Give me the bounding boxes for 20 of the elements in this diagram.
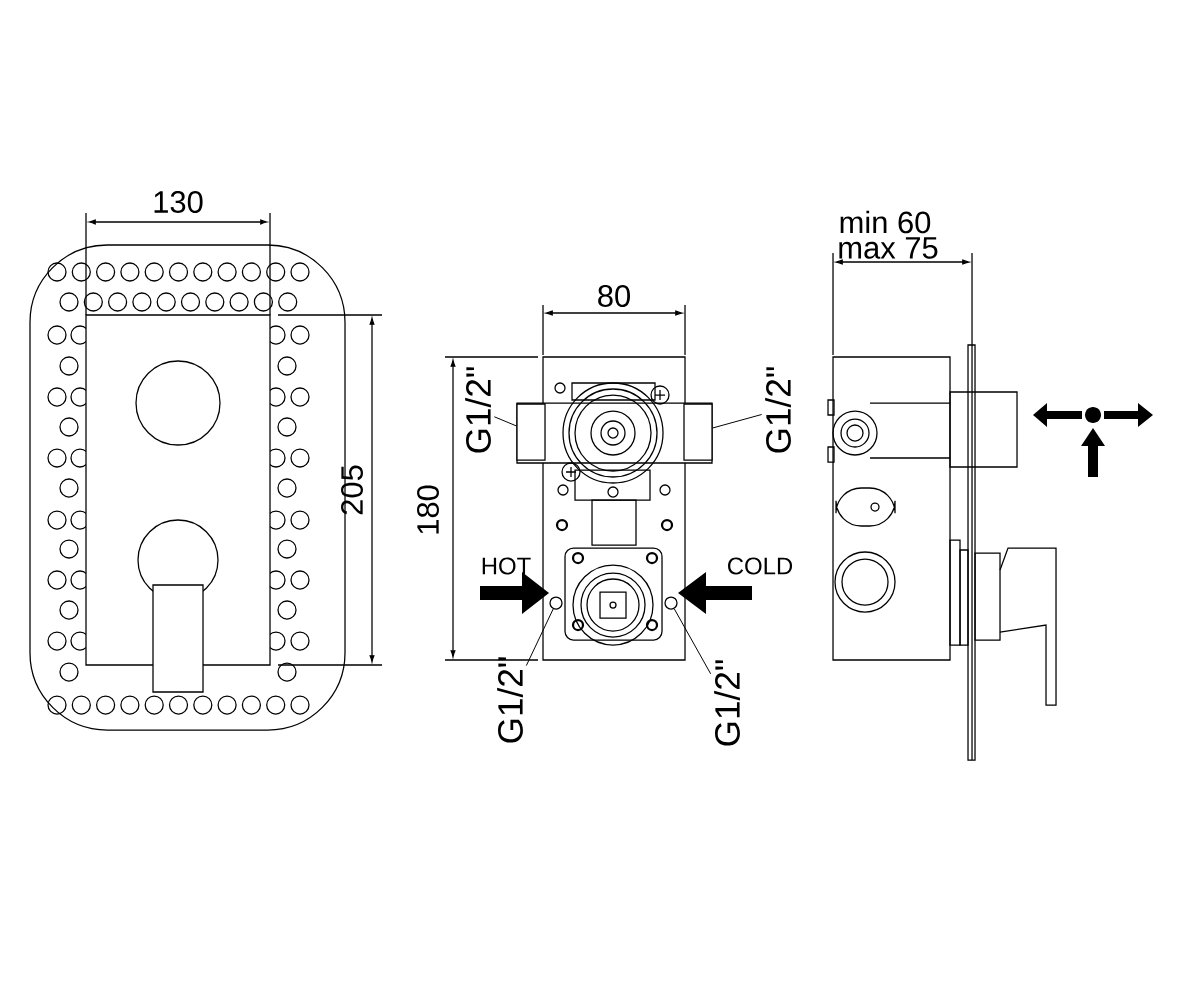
leader-line	[712, 414, 763, 429]
inlet-hole	[549, 596, 563, 610]
thread-label: G1/2"	[714, 660, 740, 746]
dimension-label: 130	[154, 191, 203, 213]
dimension-label: max 75	[839, 237, 938, 259]
flow-label: COLD	[728, 557, 793, 575]
leader-line	[493, 416, 517, 427]
leader-line	[525, 608, 554, 666]
inlet-hole	[664, 596, 678, 610]
thread-label: G1/2"	[765, 367, 791, 453]
flow-label: HOT	[482, 557, 531, 575]
thread-label: G1/2"	[465, 367, 491, 453]
pipe-connection	[516, 403, 546, 461]
dimension-label: min 60	[840, 210, 931, 234]
dimension-label: 80	[598, 285, 630, 307]
dimension-label: 180	[417, 485, 439, 534]
dimension-label: 205	[341, 465, 363, 515]
thread-label: G1/2"	[497, 657, 523, 743]
pipe-connection	[683, 403, 713, 461]
leader-line	[673, 608, 712, 675]
